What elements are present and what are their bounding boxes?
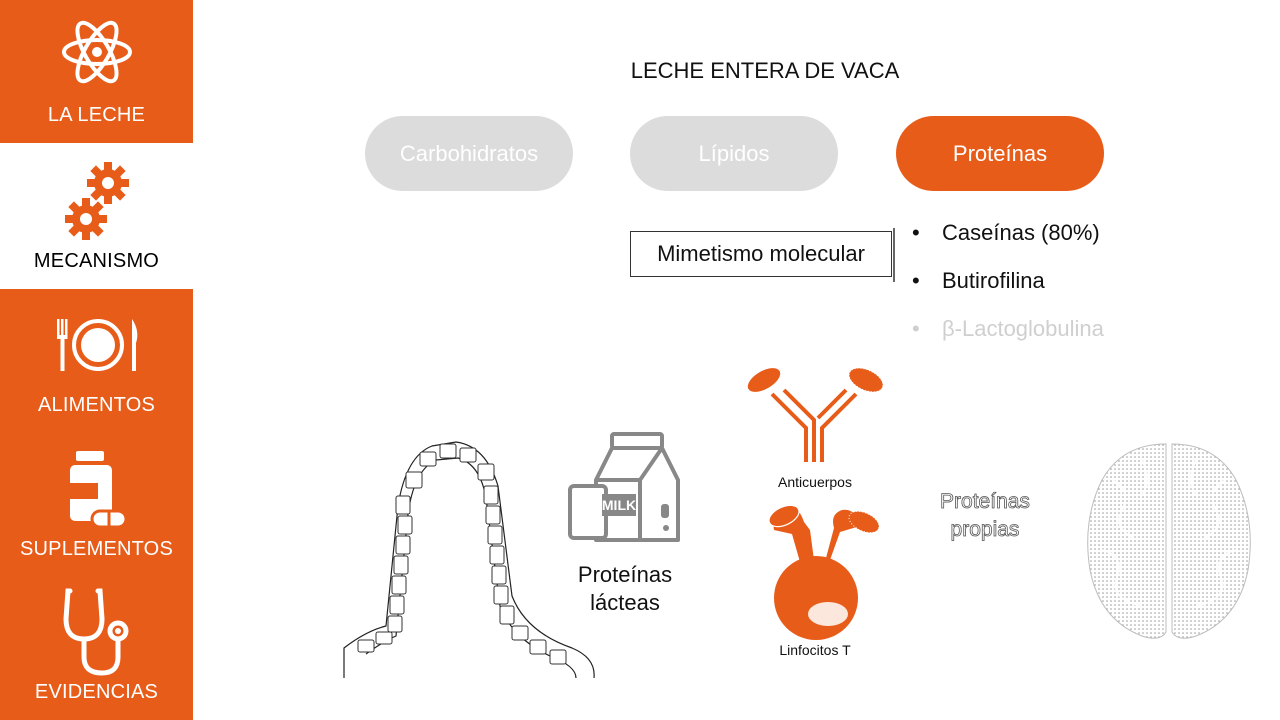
t-cells-label: Linfocitos T — [779, 642, 851, 658]
protein-item-caseinas: •Caseínas (80%) — [912, 220, 1100, 245]
tab-proteinas[interactable]: Proteínas — [896, 116, 1104, 191]
stethoscope-icon — [63, 588, 129, 676]
atom-icon — [62, 20, 132, 84]
milk-carton-text: MILK — [602, 497, 636, 513]
milk-carton-icon: MILK — [568, 432, 680, 542]
t-lymphocyte-icon — [768, 504, 880, 640]
antibodies-label: Anticuerpos — [778, 474, 852, 490]
antigen-left — [747, 368, 781, 392]
nav-label-mecanismo: MECANISMO — [33, 250, 160, 272]
nav-label-suplementos: SUPLEMENTOS — [20, 538, 173, 560]
tab-lipidos[interactable]: Lípidos — [630, 116, 838, 191]
pill-bottle-icon — [70, 451, 128, 529]
tab-carbohidratos[interactable]: Carbohidratos — [365, 116, 573, 191]
gears-icon — [65, 162, 129, 240]
bracket-connector — [893, 228, 895, 282]
plate-cutlery-icon — [57, 319, 138, 371]
nav-item-la-leche[interactable]: LA LECHE — [0, 0, 193, 143]
nav-label-evidencias: EVIDENCIAS — [34, 681, 159, 703]
mimicry-box: Mimetismo molecular — [630, 231, 892, 277]
sidebar: LA LECHE — [0, 0, 193, 720]
nav-item-evidencias[interactable]: EVIDENCIAS — [0, 575, 193, 720]
nav-item-suplementos[interactable]: SUPLEMENTOS — [0, 433, 193, 575]
milk-proteins-label: Proteínas lácteas — [577, 562, 673, 615]
antigen-right — [848, 367, 884, 393]
intestinal-villus-illustration — [343, 441, 595, 679]
brain-illustration — [1087, 443, 1251, 639]
antibody-icon — [747, 367, 884, 462]
protein-item-butirofilina: •Butirofilina — [912, 268, 1045, 293]
protein-item-lactoglobulina: •β-Lactoglobulina — [912, 316, 1104, 341]
nav-label-alimentos: ALIMENTOS — [37, 394, 155, 416]
self-proteins-label: Proteínas propias — [940, 490, 1031, 542]
nav-item-alimentos[interactable]: ALIMENTOS — [0, 289, 193, 433]
nav-item-mecanismo[interactable]: MECANISMO — [0, 143, 193, 289]
nav-label-la-leche: LA LECHE — [47, 104, 146, 126]
page-title: LECHE ENTERA DE VACA — [630, 58, 900, 83]
